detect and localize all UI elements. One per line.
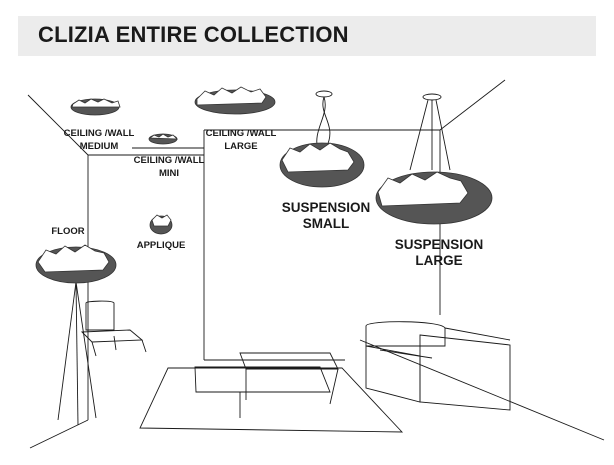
label-line: SMALL	[302, 215, 350, 231]
label-floor: FLOOR	[51, 226, 85, 237]
label-ceiling-wall-mini: CEILING /WALL MINI	[124, 155, 214, 181]
label-ceiling-wall-medium: CEILING /WALL MEDIUM	[54, 128, 144, 154]
label-line: SUSPENSION	[281, 200, 371, 215]
label-line: CEILING /WALL	[205, 128, 277, 139]
label-line: MEDIUM	[79, 140, 119, 152]
label-line: SUSPENSION	[394, 237, 484, 252]
label-suspension-small: SUSPENSION SMALL	[271, 200, 381, 231]
label-line: MINI	[158, 167, 180, 179]
header-banner: CLIZIA ENTIRE COLLECTION	[18, 16, 596, 56]
label-suspension-large: SUSPENSION LARGE	[384, 237, 494, 268]
label-line: CEILING /WALL	[63, 128, 135, 139]
label-line: LARGE	[224, 140, 258, 152]
label-applique: APPLIQUE	[136, 240, 186, 251]
label-ceiling-wall-large: CEILING /WALL LARGE	[196, 128, 286, 154]
page-title: CLIZIA ENTIRE COLLECTION	[38, 22, 349, 47]
label-line: CEILING /WALL	[133, 155, 205, 166]
label-line: LARGE	[415, 252, 463, 268]
